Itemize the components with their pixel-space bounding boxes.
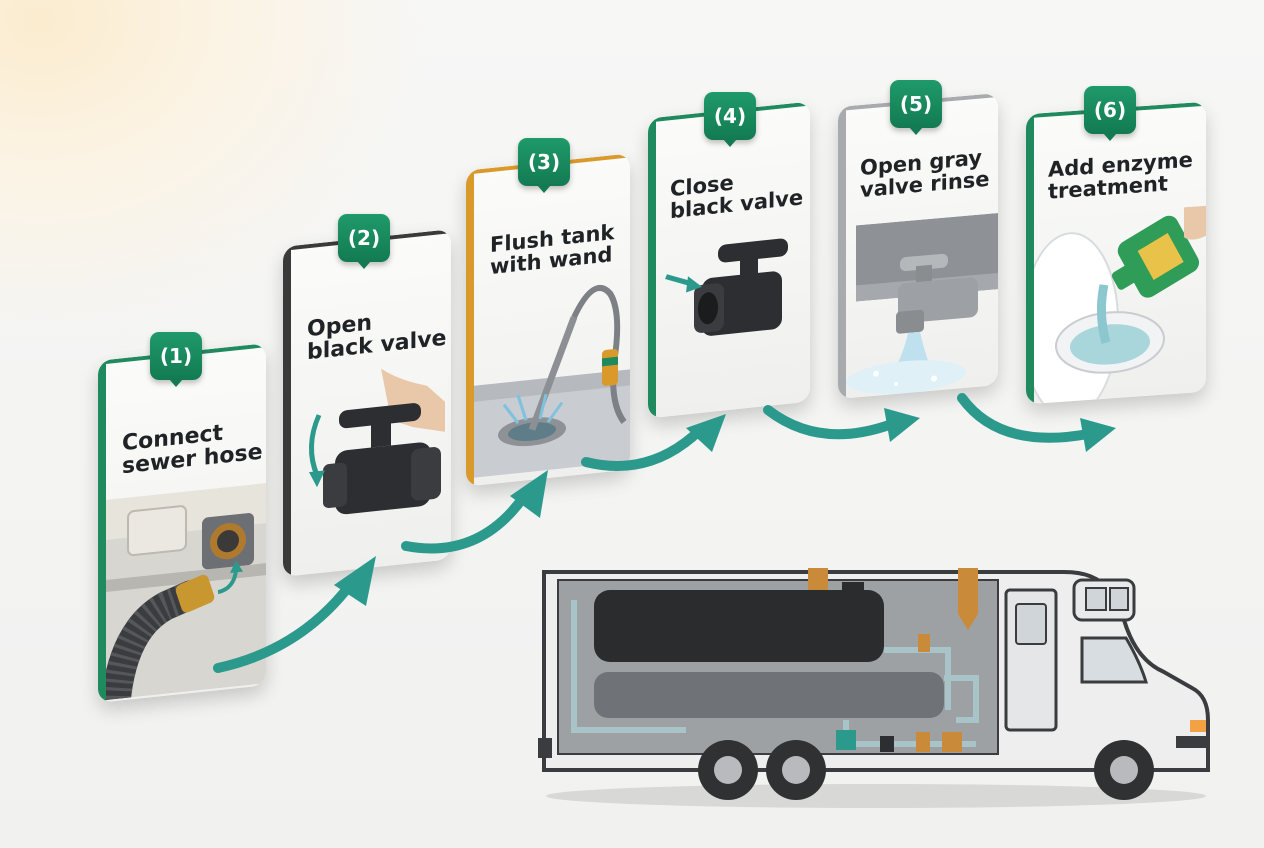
arrow-3-to-4-head xyxy=(686,414,726,452)
step-card-2: Open black valve xyxy=(283,229,451,577)
arrow-1-to-2 xyxy=(213,580,355,673)
step-card-1: Connect sewer hose xyxy=(98,343,266,703)
step-card-6: Add enzyme treatment xyxy=(1026,101,1206,405)
step-badge-2: (2) xyxy=(338,214,390,269)
gray-valve-icon xyxy=(846,213,998,398)
step-card-4: Close black valve xyxy=(648,101,810,419)
arrow-5-to-6 xyxy=(957,393,1093,443)
arrow-4-to-5 xyxy=(763,405,897,440)
enzyme-bottle-icon xyxy=(1034,205,1206,404)
step-card-5: Open gray valve rinse xyxy=(838,93,998,399)
step-badge-6: (6) xyxy=(1084,86,1136,141)
rv-cutaway-icon xyxy=(536,560,1212,810)
flush-wand-icon xyxy=(474,271,630,478)
arrow-3-to-4 xyxy=(581,425,705,471)
sewer-hose-icon xyxy=(106,483,266,700)
step-badge-4: (4) xyxy=(704,92,756,147)
arrow-2-to-3-head xyxy=(510,470,548,518)
arrow-1-to-2-head xyxy=(334,556,376,606)
arrow-2-to-3 xyxy=(401,490,530,554)
step-badge-3: (3) xyxy=(518,138,570,193)
arrow-5-to-6-head xyxy=(1080,418,1116,452)
step-badge-1: (1) xyxy=(150,332,202,387)
valve-handle-icon xyxy=(295,362,445,558)
closed-valve-icon xyxy=(662,232,802,357)
arrow-4-to-5-head xyxy=(884,408,920,442)
step-badge-5: (5) xyxy=(890,80,942,135)
step-card-3: Flush tank with wand xyxy=(466,153,630,487)
